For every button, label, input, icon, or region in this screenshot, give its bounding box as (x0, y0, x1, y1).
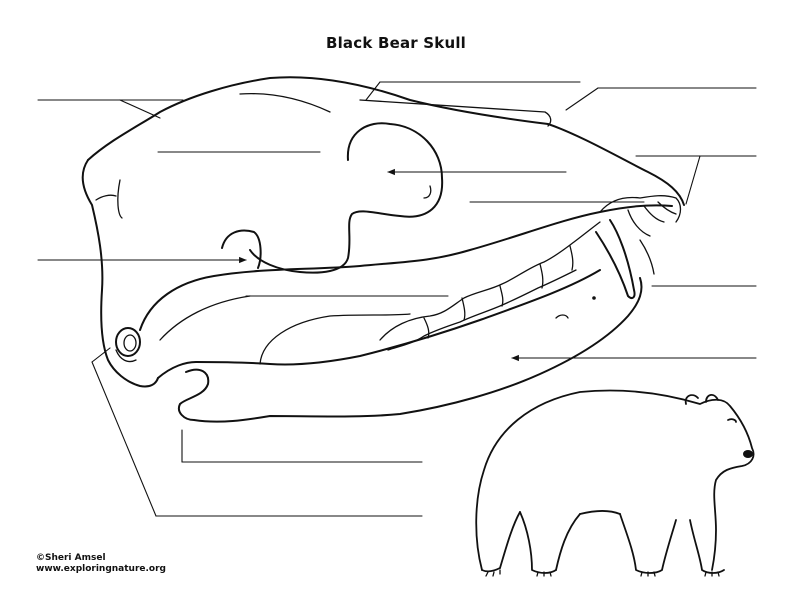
ear-canal (115, 327, 141, 363)
skull-zygomatic-arch (139, 204, 673, 341)
credit-block: ©Sheri Amsel www.exploringnature.org (36, 553, 166, 575)
label-line-1-leader (119, 99, 161, 119)
label-line-6-leader (91, 347, 157, 517)
label-lines (37, 81, 757, 517)
website-text: www.exploringnature.org (36, 564, 166, 574)
page-title: Black Bear Skull (325, 34, 467, 52)
skull-orbit (249, 122, 444, 274)
label-line-7-leader (365, 81, 381, 101)
skull-cranium (81, 76, 685, 388)
label-line-11-leader (685, 155, 701, 205)
upper-teeth (595, 195, 682, 299)
copyright-text: ©Sheri Amsel (36, 553, 106, 563)
label-line-8-leader (565, 87, 599, 111)
black-bear-illustration (475, 389, 755, 577)
skull-mandible (157, 221, 643, 423)
